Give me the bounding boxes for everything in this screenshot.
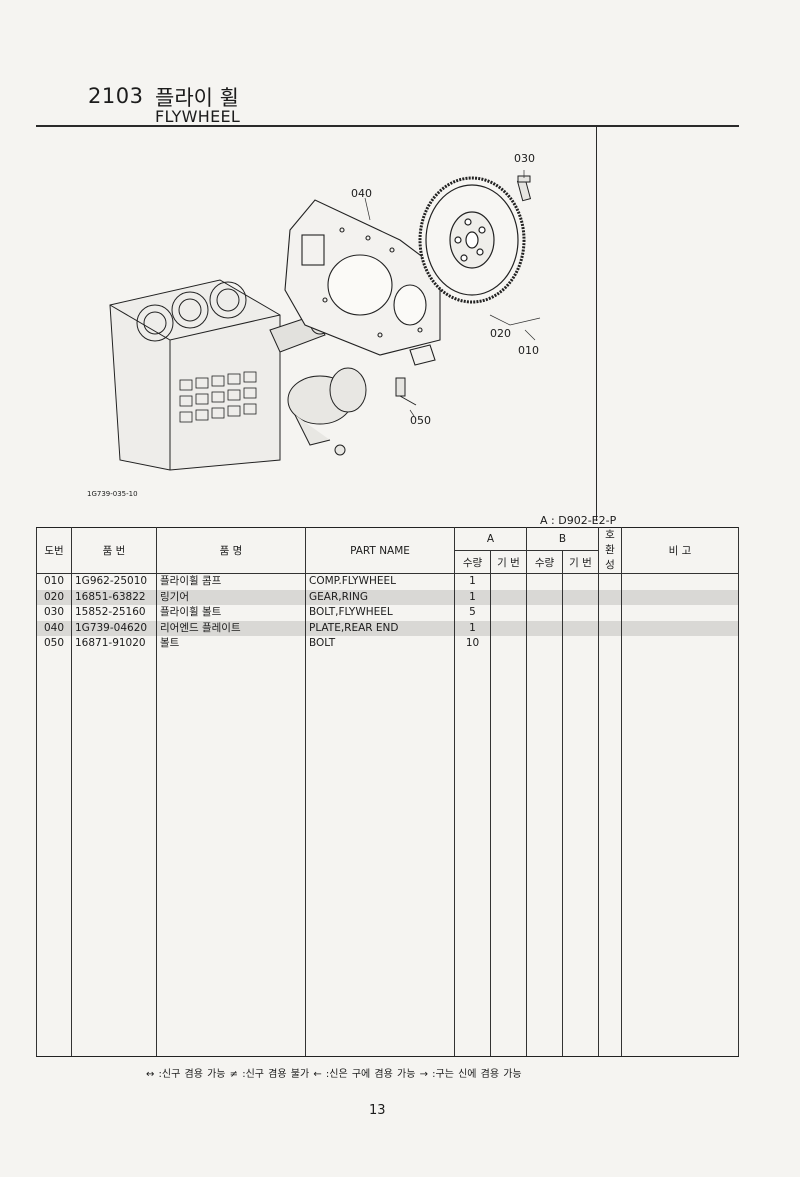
model-reference: A : D902-E2-P [540, 514, 617, 527]
col-header-base-b: 기 번 [562, 550, 599, 574]
col-header-qty-b: 수량 [526, 550, 563, 574]
row-part-name: PLATE,REAR END [305, 620, 455, 636]
row-name-ko: 플라이휠 볼트 [156, 605, 306, 621]
row-part-no: 16851-63822 [71, 589, 157, 605]
row-name-ko: 리어엔드 플레이트 [156, 620, 306, 636]
row-name-ko: 플라이휠 콤프 [156, 573, 306, 590]
bolt-050-drawing [395, 377, 417, 406]
section-title-korean: 플라이 휠 [155, 86, 239, 110]
table-row: 050 16871-91020 볼트 BOLT 10 [36, 636, 739, 652]
table-row: 010 1G962-25010 플라이휠 콤프 COMP.FLYWHEEL 1 [36, 573, 739, 590]
col-header-remarks: 비 고 [621, 527, 739, 574]
row-part-name: GEAR,RING [305, 589, 455, 605]
parts-table: 도번 품 번 품 명 PART NAME A B 호 환 성 비 고 수량 기 … [36, 527, 739, 1057]
table-row: 040 1G739-04620 리어엔드 플레이트 PLATE,REAR END… [36, 620, 739, 636]
row-part-no: 1G962-25010 [71, 573, 157, 590]
col-header-interchange: 호 환 성 [598, 527, 622, 574]
col-header-seq: 도번 [36, 527, 72, 574]
col-header-group-b: B [526, 527, 599, 551]
col-header-base-a: 기 번 [490, 550, 527, 574]
callout-040: 040 [351, 187, 372, 200]
row-part-name: COMP.FLYWHEEL [305, 573, 455, 590]
drawing-code: 1G739-035-10 [87, 490, 138, 498]
col-header-group-a: A [454, 527, 527, 551]
callout-050: 050 [410, 414, 431, 427]
row-qty-a: 1 [454, 620, 491, 636]
row-name-ko: 볼트 [156, 636, 306, 652]
engine-block-drawing [109, 279, 330, 471]
diagram-right-border [596, 126, 597, 521]
section-number: 2103 [88, 84, 144, 108]
section-title-english: FLYWHEEL [155, 107, 241, 126]
col-header-part-no: 품 번 [71, 527, 157, 574]
header-rule [36, 125, 739, 127]
starter-motor-drawing [287, 367, 367, 456]
row-qty-a: 5 [454, 605, 491, 621]
row-part-name: BOLT [305, 636, 455, 652]
rear-end-plate-drawing [284, 199, 441, 366]
row-seq: 010 [36, 573, 72, 590]
interchange-legend: ↔ :신구 겸용 가능 ≠ :신구 겸용 불가 ← :신은 구에 겸용 가능 →… [146, 1069, 522, 1080]
row-qty-a: 1 [454, 589, 491, 605]
table-row: 020 16851-63822 링기어 GEAR,RING 1 [36, 589, 739, 605]
row-qty-a: 1 [454, 573, 491, 590]
col-header-name-ko: 품 명 [156, 527, 306, 574]
callout-030: 030 [514, 152, 535, 165]
page-number: 13 [369, 1103, 386, 1118]
row-part-name: BOLT,FLYWHEEL [305, 605, 455, 621]
row-seq: 040 [36, 620, 72, 636]
flywheel-bolt-drawing [516, 175, 532, 202]
flywheel-exploded-diagram [109, 170, 541, 471]
col-header-qty-a: 수량 [454, 550, 491, 574]
row-seq: 030 [36, 605, 72, 621]
callout-020: 020 [490, 327, 511, 340]
row-part-no: 1G739-04620 [71, 620, 157, 636]
row-name-ko: 링기어 [156, 589, 306, 605]
row-seq: 050 [36, 636, 72, 652]
row-part-no: 16871-91020 [71, 636, 157, 652]
row-part-no: 15852-25160 [71, 605, 157, 621]
flywheel-drawing [418, 176, 526, 304]
table-row: 030 15852-25160 플라이휠 볼트 BOLT,FLYWHEEL 5 [36, 605, 739, 621]
table-empty-space [36, 651, 739, 1057]
callout-010: 010 [518, 344, 539, 357]
col-header-part-name: PART NAME [305, 527, 455, 574]
row-qty-a: 10 [454, 636, 491, 652]
row-seq: 020 [36, 589, 72, 605]
